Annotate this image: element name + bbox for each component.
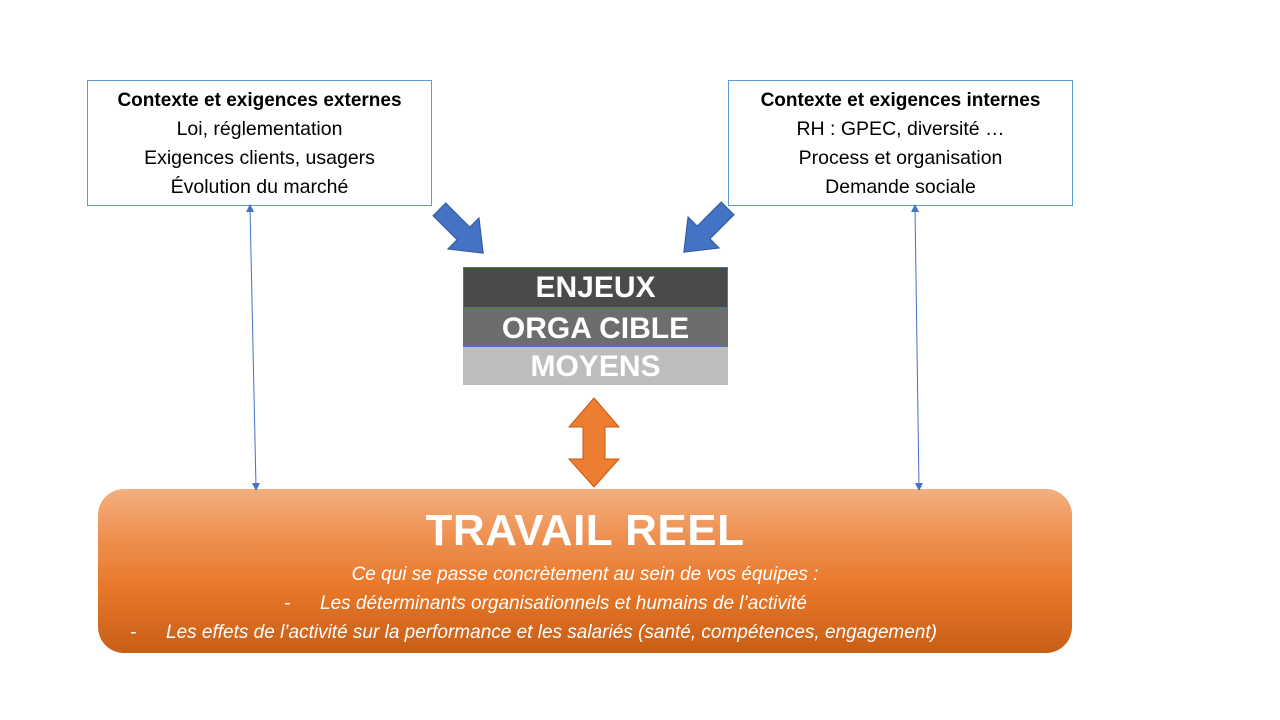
external-context-line: Évolution du marché [170, 176, 349, 198]
bullet-dash: - [130, 622, 137, 643]
internal-context-line: Demande sociale [825, 176, 976, 198]
bullet-dash: - [284, 593, 291, 614]
orange-double-arrow-icon [567, 397, 621, 488]
external-context-line: Exigences clients, usagers [144, 147, 375, 169]
travail-reel-title: TRAVAIL REEL [425, 506, 745, 555]
moyens-block: MOYENS [463, 347, 728, 385]
travail-reel-bullet: - Les déterminants organisationnels et hu… [284, 592, 807, 616]
travail-reel-block: TRAVAIL REEL Ce qui se passe concrètemen… [98, 489, 1072, 653]
enjeux-block: ENJEUX [463, 267, 728, 307]
left-connector-line [246, 204, 260, 491]
internal-context-box: Contexte et exigences internes RH : GPEC… [728, 80, 1073, 206]
right-connector-line [911, 204, 923, 491]
left-blue-arrow-icon [432, 202, 484, 254]
travail-reel-intro: Ce qui se passe concrètement au sein de … [351, 564, 819, 585]
bullet-text: Les déterminants organisationnels et hum… [320, 593, 807, 614]
right-blue-arrow-icon [683, 201, 735, 253]
internal-context-line: RH : GPEC, diversité … [796, 118, 1005, 140]
external-context-title: Contexte et exigences externes [117, 90, 402, 111]
internal-context-title: Contexte et exigences internes [760, 90, 1041, 111]
internal-context-line: Process et organisation [798, 147, 1003, 169]
bullet-text: Les effets de l’activité sur la performa… [166, 622, 937, 643]
external-context-box: Contexte et exigences externes Loi, régl… [87, 80, 432, 206]
external-context-line: Loi, réglementation [176, 118, 343, 140]
travail-reel-bullet: - Les effets de l’activité sur la perform… [130, 621, 937, 645]
orga-cible-block: ORGA CIBLE [463, 307, 728, 347]
